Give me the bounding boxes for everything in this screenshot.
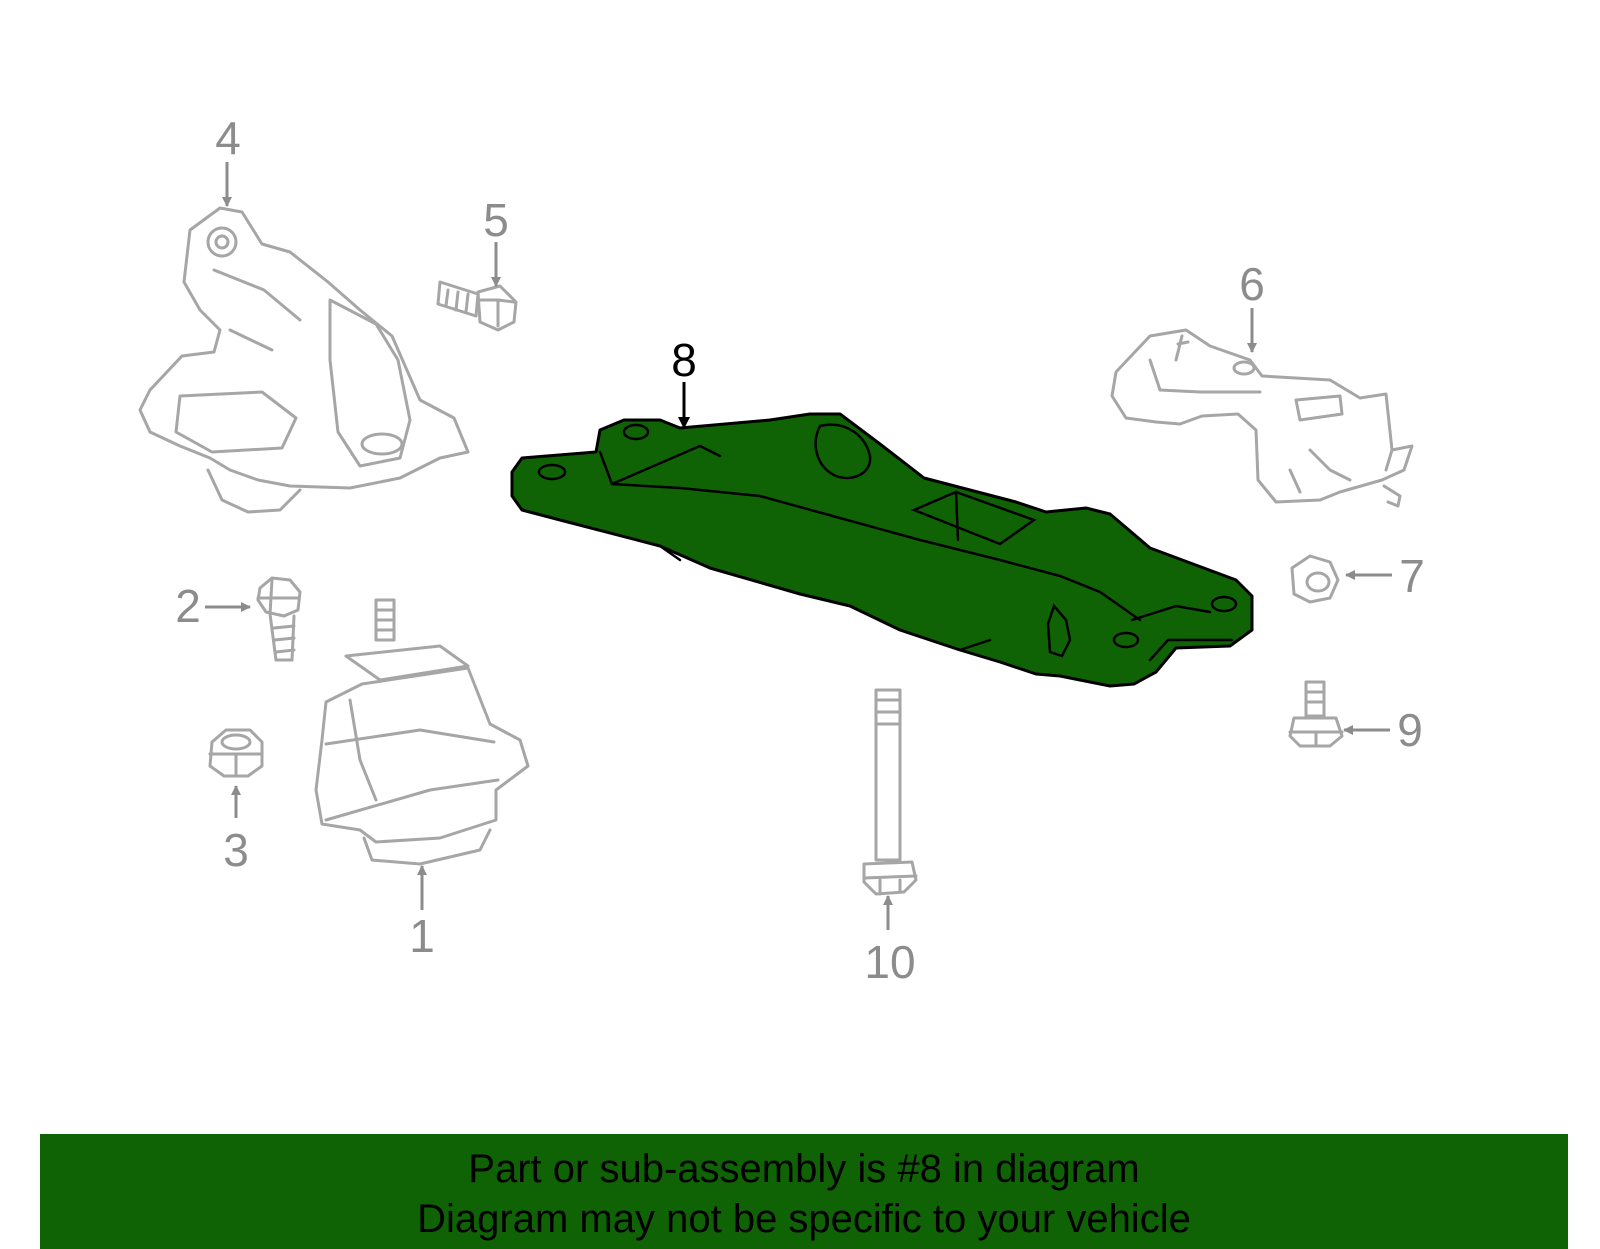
banner-line-2: Diagram may not be specific to your vehi… (417, 1197, 1191, 1241)
callout-9: 9 (1397, 704, 1423, 756)
info-banner: Part or sub-assembly is #8 in diagram Di… (40, 1134, 1568, 1249)
callout-3: 3 (223, 824, 249, 876)
callout-10: 10 (864, 936, 915, 988)
part-3-nut (208, 728, 264, 778)
banner-line-1: Part or sub-assembly is #8 in diagram (468, 1147, 1140, 1191)
part-6-transmission-mount (1110, 328, 1414, 508)
part-2-bolt (256, 576, 302, 662)
callout-2: 2 (175, 580, 201, 632)
part-10-long-bolt (862, 688, 918, 896)
callout-7: 7 (1399, 550, 1425, 602)
part-5-bolt (436, 280, 518, 332)
part-1-engine-mount (314, 598, 530, 866)
callout-5: 5 (483, 194, 509, 246)
part-8-crossmember (510, 412, 1254, 688)
callout-arrows (205, 162, 1392, 930)
callout-4: 4 (215, 112, 241, 164)
part-9-bolt (1288, 680, 1344, 748)
part-4-mount-bracket (138, 206, 470, 514)
callout-8: 8 (671, 334, 697, 386)
callout-6: 6 (1239, 258, 1265, 310)
callout-1: 1 (409, 910, 435, 962)
part-7-nut (1290, 554, 1340, 604)
